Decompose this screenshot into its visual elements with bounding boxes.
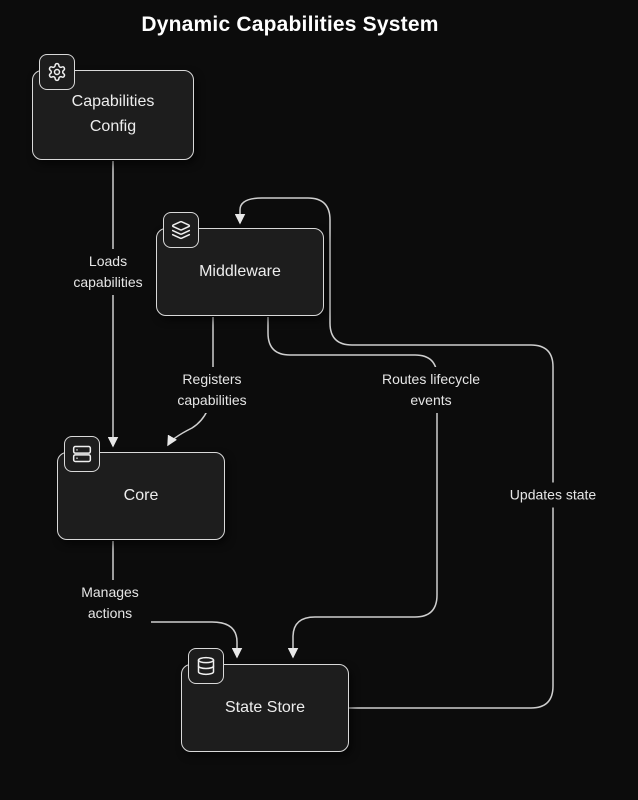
server-icon xyxy=(64,436,100,472)
node-label-core: Core xyxy=(123,486,159,504)
edge-middleware-to-state-store xyxy=(267,317,438,659)
layers-icon xyxy=(163,212,199,248)
node-label-middleware: Middleware xyxy=(199,262,281,280)
gear-icon xyxy=(39,54,75,90)
edge-label-loads-capabilities: Loads capabilities xyxy=(62,249,154,295)
edge-state-store-to-middleware xyxy=(234,197,554,709)
diagram-title: Dynamic Capabilities System xyxy=(141,13,439,36)
edge-label-registers-capabilities: Registers capabilities xyxy=(164,367,260,413)
node-label-capabilities-config: Capabilities Config xyxy=(71,93,155,135)
node-capabilities-config: Capabilities Config xyxy=(32,54,194,160)
edge-label-manages-actions: Manages actions xyxy=(69,580,151,626)
node-state-store: State Store xyxy=(181,648,349,752)
node-core: Core xyxy=(57,436,225,540)
edge-label-updates-state: Updates state xyxy=(505,482,601,508)
node-label-state-store: State Store xyxy=(224,698,306,716)
node-middleware: Middleware xyxy=(156,212,324,316)
edge-label-routes-lifecycle-events: Routes lifecycle events xyxy=(366,367,496,413)
database-icon xyxy=(188,648,224,684)
